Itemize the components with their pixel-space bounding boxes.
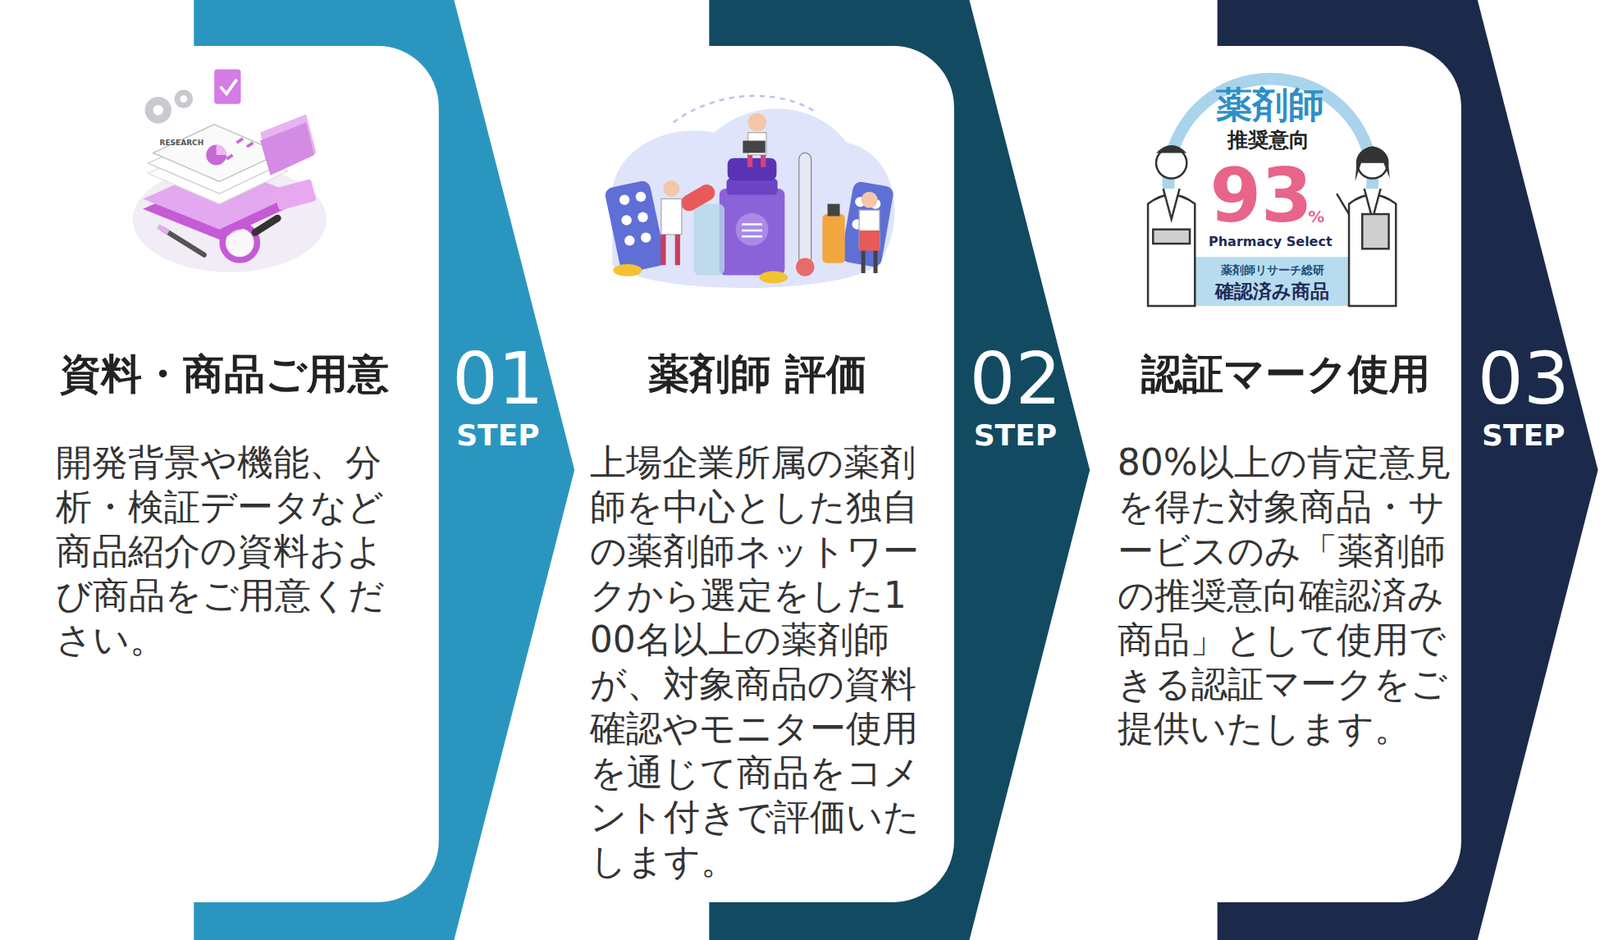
badge-subtitle: 推奨意向 [1227,129,1310,151]
research-illustration [132,69,327,273]
step-card: 資料・商品ご用意開発背景や機能、分析・検証データなど商品紹介の資料および商品をご… [0,45,439,903]
card-shape [0,45,439,903]
step-heading: 資料・商品ご用意 [55,349,393,399]
document-title: RESEARCH [159,139,204,147]
badge-percent-sign: % [1307,208,1325,225]
pharmacist-illustration [603,96,896,288]
certification-badge [1147,78,1396,307]
card-shape [551,45,955,903]
badge-ribbon-text: 薬剤師リサーチ総研 [1220,264,1325,276]
step-number: 02 [969,342,1061,416]
step-heading: 薬剤師 評価 [589,349,927,399]
step-card: 薬剤師 評価上場企業所属の薬剤師を中心とした独自の薬剤師ネットワークから選定をし… [551,45,955,903]
step-description: 上場企業所属の薬剤師を中心とした独自の薬剤師ネットワークから選定をした100名以… [589,440,927,884]
step-number: 03 [1477,342,1570,416]
badge-brand: Pharmacy Select [1208,235,1333,249]
badge-percent: 93 [1209,159,1312,234]
card-shape [1060,45,1462,903]
step-heading: 認証マーク使用 [1117,349,1454,399]
badge-ribbon-text: 確認済み商品 [1215,282,1330,302]
step-description: 開発背景や機能、分析・検証データなど商品紹介の資料および商品をご用意ください。 [55,440,393,663]
step-word: STEP [456,420,540,451]
badge-title: 薬剤師 [1216,86,1325,124]
step-number: 01 [452,342,544,416]
step-description: 80%以上の肯定意見を得た対象商品・サービスのみ「薬剤師の推奨意向確認済み商品」… [1117,440,1454,751]
step-word: STEP [973,420,1057,451]
step-word: STEP [1481,420,1565,451]
